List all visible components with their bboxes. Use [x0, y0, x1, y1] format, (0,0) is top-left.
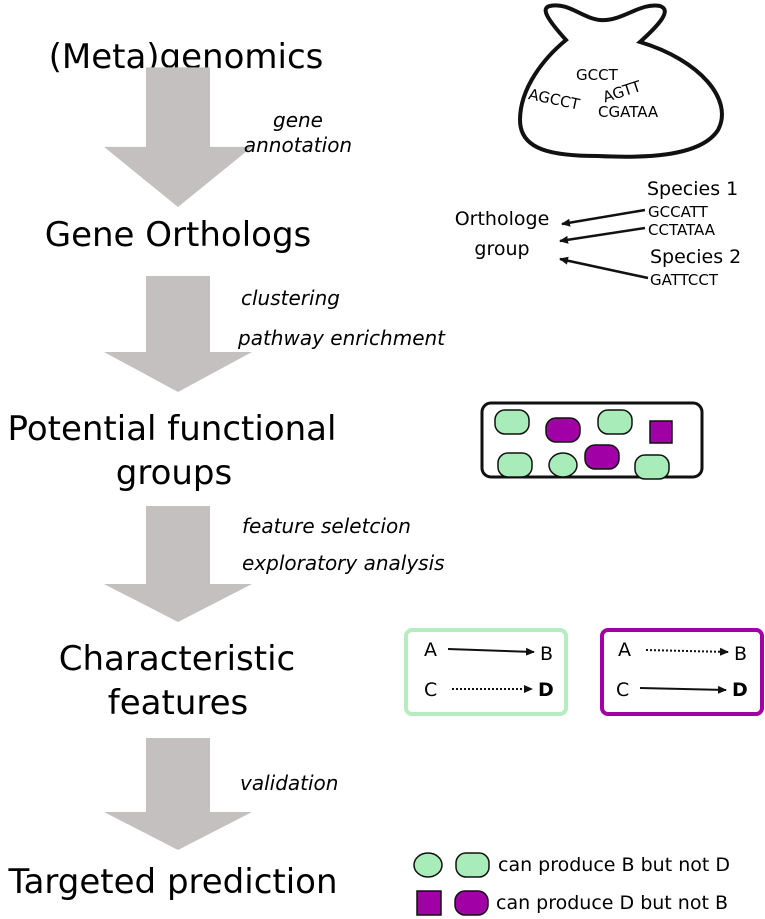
species-2-seq-1: GATTCCT	[650, 271, 719, 289]
sequence-bag	[517, 3, 724, 159]
label-pathway-enrichment: pathway enrichment	[237, 326, 446, 350]
label-gene: gene	[273, 108, 323, 132]
green-box-c: C	[424, 679, 437, 701]
down-arrow-3	[104, 506, 252, 622]
green-box-arrow-solid	[447, 647, 535, 656]
legend-purple-square	[416, 890, 442, 916]
bag-seq-gcct: GCCT	[576, 66, 619, 84]
group-green-pill	[494, 409, 530, 435]
step-characteristic: Characteristic	[59, 639, 296, 679]
purple-box-d: D	[732, 679, 748, 701]
down-arrow-1	[104, 67, 252, 208]
step-targeted-prediction: Targeted prediction	[7, 862, 337, 902]
group-green-pill	[497, 452, 533, 478]
label-exploratory-analysis: exploratory analysis	[242, 551, 445, 575]
legend-purple-text: can produce D but not B	[496, 892, 728, 914]
label-annotation: annotation	[244, 133, 352, 157]
ortholog-arrow-2	[559, 226, 646, 244]
step-groups: groups	[116, 453, 232, 493]
species-2-label: Species 2	[650, 246, 741, 268]
purple-box-a: A	[618, 639, 631, 661]
legend-green-pill	[455, 852, 490, 878]
green-box-d: D	[538, 679, 554, 701]
step-gene-orthologs: Gene Orthologs	[45, 215, 312, 255]
label-feature-selection: feature seletcion	[242, 514, 411, 538]
species-1-seq-1: GCCATT	[648, 203, 709, 221]
green-box-b: B	[540, 643, 553, 665]
step-potential-functional: Potential functional	[8, 409, 337, 449]
down-arrow-4	[104, 738, 252, 850]
purple-box-b: B	[734, 643, 747, 665]
green-box-a: A	[424, 639, 437, 661]
group-purple-pill	[545, 417, 581, 443]
purple-box-arrow-dotted	[645, 647, 729, 656]
group-purple-square	[649, 420, 673, 444]
ortholog-group-line2: group	[474, 238, 529, 260]
group-green-pill	[634, 454, 670, 480]
down-arrow-2	[104, 276, 252, 392]
group-green-circle	[548, 452, 578, 478]
ortholog-arrow-3	[559, 256, 649, 280]
purple-box-c: C	[616, 679, 629, 701]
label-clustering: clustering	[241, 286, 340, 310]
legend-green-text: can produce B but not D	[498, 854, 730, 876]
ortholog-arrow-1	[561, 208, 646, 227]
bag-seq-cgataa: CGATAA	[598, 103, 659, 121]
ortholog-group-line1: Orthologe	[455, 208, 550, 230]
legend-green-circle	[413, 852, 443, 878]
species-1-label: Species 1	[647, 178, 738, 200]
purple-box-arrow-solid	[639, 685, 727, 694]
species-1-seq-2: CCTATAA	[648, 221, 716, 239]
legend-purple-pill	[454, 890, 489, 916]
group-purple-pill	[584, 444, 620, 470]
step-features: features	[108, 683, 248, 723]
label-validation: validation	[240, 771, 338, 795]
group-green-pill	[597, 409, 633, 435]
